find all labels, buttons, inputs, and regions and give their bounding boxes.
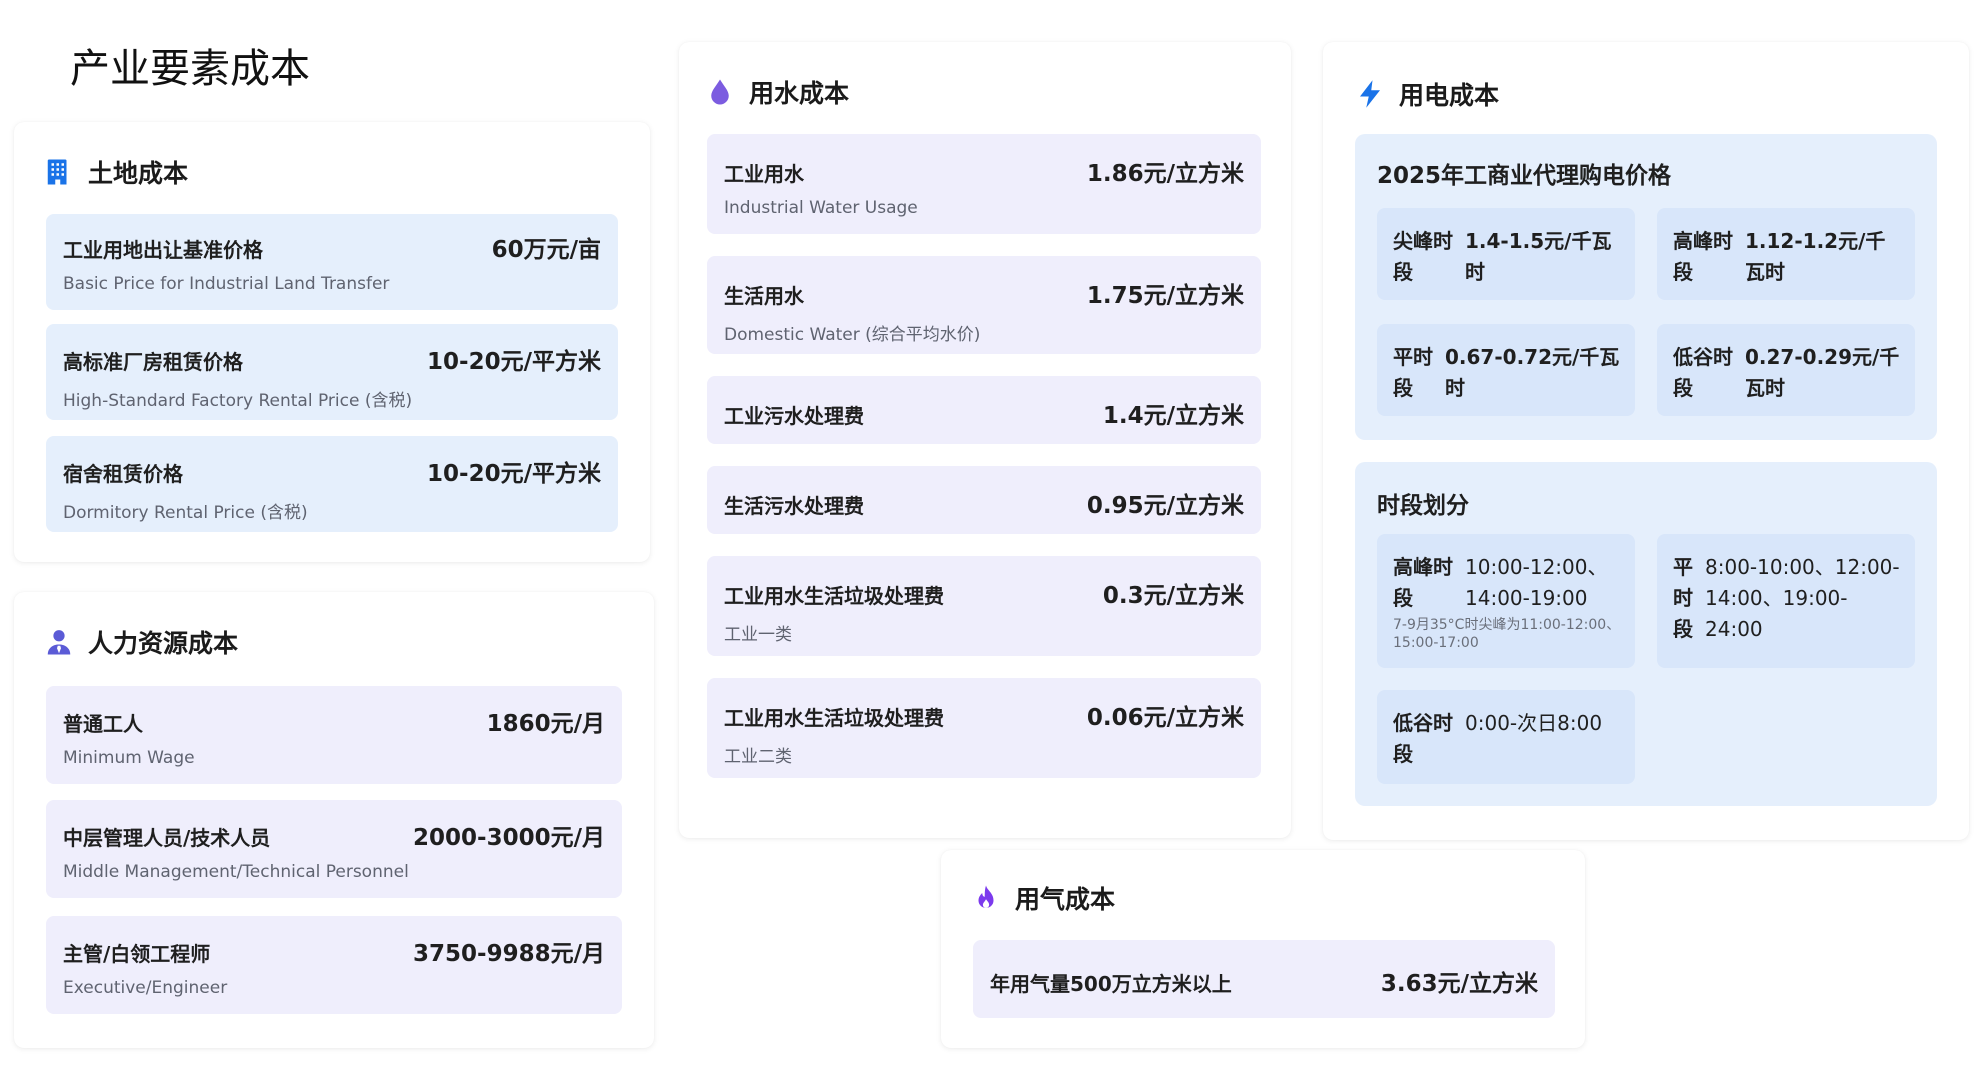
period-tile-peak: 高峰时段 10:00-12:00、14:00-19:00 7-9月35°C时尖峰… <box>1377 534 1635 668</box>
tile-name: 平时段 <box>1393 345 1433 400</box>
item-label: 工业用水生活垃圾处理费 <box>724 706 944 730</box>
tile-value: 0.67-0.72元/千瓦时 <box>1445 345 1620 400</box>
item-subtitle: High-Standard Factory Rental Price (含税) <box>63 391 413 411</box>
hr-item-middle-management: 中层管理人员/技术人员 2000-3000元/月 Middle Managemen… <box>46 800 622 898</box>
item-subtitle: Middle Management/Technical Personnel <box>63 862 409 882</box>
item-subtitle: Dormitory Rental Price (含税) <box>63 503 308 523</box>
tile-value: 0.27-0.29元/千瓦时 <box>1745 345 1900 400</box>
land-card-header: 土地成本 <box>44 154 188 190</box>
hr-card-header: 人力资源成本 <box>44 624 238 660</box>
item-value: 1.75元/立方米 <box>1086 283 1244 309</box>
item-label: 工业用地出让基准价格 <box>63 238 263 262</box>
item-label: 高标准厂房租赁价格 <box>63 350 243 374</box>
water-item-domestic: 生活用水 1.75元/立方米 Domestic Water (综合平均水价) <box>707 256 1261 354</box>
hr-item-worker: 普通工人 1860元/月 Minimum Wage <box>46 686 622 784</box>
tile-value: 1.12-1.2元/千瓦时 <box>1745 229 1886 284</box>
water-item-garbage-class1: 工业用水生活垃圾处理费 0.3元/立方米 工业一类 <box>707 556 1261 656</box>
period-tile-valley: 低谷时段 0:00-次日8:00 <box>1377 690 1635 784</box>
item-value: 10-20元/平方米 <box>427 349 601 375</box>
item-label: 工业污水处理费 <box>724 404 864 428</box>
land-item-factory-rental: 高标准厂房租赁价格 10-20元/平方米 High-Standard Factor… <box>46 324 618 420</box>
time-period-title: 时段划分 <box>1377 493 1469 519</box>
item-value: 1.86元/立方米 <box>1086 161 1244 187</box>
item-label: 宿舍租赁价格 <box>63 462 183 486</box>
price-tile-flat: 平时段 0.67-0.72元/千瓦时 <box>1377 324 1635 416</box>
item-value: 3750-9988元/月 <box>413 941 605 967</box>
hr-item-executive: 主管/白领工程师 3750-9988元/月 Executive/Engineer <box>46 916 622 1014</box>
tile-value: 8:00-10:00、12:00-14:00、19:00-24:00 <box>1705 555 1900 641</box>
price-tile-peak: 高峰时段 1.12-1.2元/千瓦时 <box>1657 208 1915 300</box>
water-card-title: 用水成本 <box>749 79 850 108</box>
person-icon <box>44 627 74 657</box>
tile-name: 低谷时段 <box>1673 345 1733 400</box>
electric-card-header: 用电成本 <box>1355 76 1499 112</box>
page-title: 产业要素成本 <box>70 46 310 92</box>
water-drop-icon <box>705 77 735 107</box>
period-tile-flat: 平时段 8:00-10:00、12:00-14:00、19:00-24:00 <box>1657 534 1915 668</box>
item-subtitle: 工业二类 <box>724 747 792 767</box>
gas-card-header: 用气成本 <box>971 880 1115 916</box>
item-subtitle: Minimum Wage <box>63 748 195 768</box>
tile-value: 0:00-次日8:00 <box>1465 711 1603 735</box>
water-cost-card: 用水成本 工业用水 1.86元/立方米 Industrial Water Usag… <box>679 42 1291 838</box>
price-tile-valley: 低谷时段 0.27-0.29元/千瓦时 <box>1657 324 1915 416</box>
electric-price-panel: 2025年工商业代理购电价格 尖峰时段 1.4-1.5元/千瓦时 高峰时段 1.… <box>1355 134 1937 440</box>
item-label: 普通工人 <box>63 712 143 736</box>
electric-price-title: 2025年工商业代理购电价格 <box>1377 163 1672 189</box>
land-item-dormitory-rental: 宿舍租赁价格 10-20元/平方米 Dormitory Rental Price … <box>46 436 618 532</box>
item-subtitle: Basic Price for Industrial Land Transfer <box>63 274 390 294</box>
item-value: 10-20元/平方米 <box>427 461 601 487</box>
hr-card-title: 人力资源成本 <box>88 629 239 658</box>
electric-cost-card: 用电成本 2025年工商业代理购电价格 尖峰时段 1.4-1.5元/千瓦时 高峰… <box>1323 42 1969 840</box>
building-icon <box>44 157 74 187</box>
item-value: 0.95元/立方米 <box>1086 493 1244 519</box>
gas-item-annual-usage: 年用气量500万立方米以上 3.63元/立方米 <box>973 940 1555 1018</box>
lightning-icon <box>1355 79 1385 109</box>
tile-name: 平时段 <box>1673 555 1693 641</box>
item-label: 年用气量500万立方米以上 <box>990 972 1232 996</box>
item-label: 生活用水 <box>724 284 804 308</box>
water-item-industrial: 工业用水 1.86元/立方米 Industrial Water Usage <box>707 134 1261 234</box>
item-value: 60万元/亩 <box>491 237 601 263</box>
price-tile-peak-top: 尖峰时段 1.4-1.5元/千瓦时 <box>1377 208 1635 300</box>
tile-note: 7-9月35°C时尖峰为11:00-12:00、15:00-17:00 <box>1393 617 1621 651</box>
item-subtitle: Executive/Engineer <box>63 978 228 998</box>
gas-card-title: 用气成本 <box>1015 885 1116 914</box>
item-label: 工业用水 <box>724 162 804 186</box>
gas-cost-card: 用气成本 年用气量500万立方米以上 3.63元/立方米 <box>941 850 1585 1048</box>
item-label: 工业用水生活垃圾处理费 <box>724 584 944 608</box>
item-label: 中层管理人员/技术人员 <box>63 826 271 850</box>
land-item-industrial-land: 工业用地出让基准价格 60万元/亩 Basic Price for Industr… <box>46 214 618 310</box>
water-card-header: 用水成本 <box>705 74 849 110</box>
tile-value: 1.4-1.5元/千瓦时 <box>1465 229 1612 284</box>
water-item-garbage-class2: 工业用水生活垃圾处理费 0.06元/立方米 工业二类 <box>707 678 1261 778</box>
tile-name: 高峰时段 <box>1673 229 1733 284</box>
tile-name: 高峰时段 <box>1393 555 1453 610</box>
item-subtitle: Domestic Water (综合平均水价) <box>724 325 981 345</box>
tile-name: 低谷时段 <box>1393 711 1453 766</box>
item-value: 3.63元/立方米 <box>1380 971 1538 997</box>
water-item-industrial-sewage: 工业污水处理费 1.4元/立方米 <box>707 376 1261 444</box>
item-value: 0.06元/立方米 <box>1086 705 1244 731</box>
item-value: 1.4元/立方米 <box>1102 403 1244 429</box>
item-label: 生活污水处理费 <box>724 494 864 518</box>
item-value: 0.3元/立方米 <box>1102 583 1244 609</box>
time-period-panel: 时段划分 高峰时段 10:00-12:00、14:00-19:00 7-9月35… <box>1355 462 1937 806</box>
item-value: 1860元/月 <box>486 711 605 737</box>
tile-value: 10:00-12:00、14:00-19:00 <box>1465 555 1608 610</box>
electric-card-title: 用电成本 <box>1399 81 1500 110</box>
flame-icon <box>971 883 1001 913</box>
item-label: 主管/白领工程师 <box>63 942 211 966</box>
land-card-title: 土地成本 <box>88 159 189 188</box>
tile-name: 尖峰时段 <box>1393 229 1453 284</box>
water-item-domestic-sewage: 生活污水处理费 0.95元/立方米 <box>707 466 1261 534</box>
item-subtitle: 工业一类 <box>724 625 792 645</box>
hr-cost-card: 人力资源成本 普通工人 1860元/月 Minimum Wage 中层管理人员/技… <box>14 592 654 1048</box>
item-subtitle: Industrial Water Usage <box>724 198 918 218</box>
item-value: 2000-3000元/月 <box>413 825 605 851</box>
land-cost-card: 土地成本 工业用地出让基准价格 60万元/亩 Basic Price for In… <box>14 122 650 562</box>
